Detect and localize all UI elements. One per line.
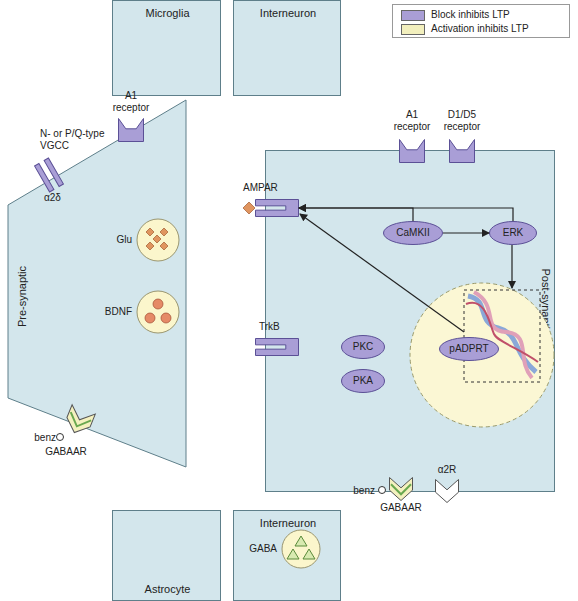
legend-swatch [401,10,425,21]
node-label: Interneuron [234,7,342,20]
node-label: A1 receptor [389,109,435,133]
node-label: BDNF [98,306,132,318]
kinase-oval: ERK [489,221,537,245]
node-outline [399,139,425,163]
cell-box: Microglia [112,0,221,96]
node-label: benz [28,432,56,444]
calcium-channel: N- or P/Q-type VGCCα2δ [36,160,62,190]
bdnf-vesicle: BDNF [136,290,180,334]
kinase-oval: CaMKII [383,221,443,245]
legend-swatch [401,24,425,35]
legend-box: Block inhibits LTP Activation inhibits LT… [392,4,570,38]
cell-box: Astrocyte [112,510,221,601]
legend-text: Activation inhibits LTP [431,23,569,35]
node-outline [435,479,459,503]
node-label: ERK [489,227,537,239]
node-label: Microglia [113,7,222,20]
receptor-symbol: D1/D5 receptor [449,139,475,163]
node-outline [136,218,180,262]
node-label: TrkB [259,321,299,333]
cell-box: Interneuron [233,0,341,96]
node-outline [389,477,413,501]
node-label: α2δ [44,192,84,204]
node-label: Post-synaptic [539,252,552,352]
node-label: N- or P/Q-type VGCC [40,128,120,152]
node-label: Glu [104,234,132,246]
node-outline [66,408,92,434]
ampa-receptor: AMPAR [255,199,299,217]
node-label: Interneuron [234,517,342,530]
node-label: PKC [341,341,385,353]
node-label: Astrocyte [113,583,222,596]
kinase-oval: PKC [341,335,385,359]
node-label: A1 receptor [108,90,154,114]
node-label: GABAAR [36,446,96,458]
trkb-receptor: TrkB [255,338,299,356]
node-label: GABA [235,543,277,555]
node-label: Pre-synaptic [16,247,29,347]
node-label: benz [347,485,375,497]
node-outline [118,118,144,142]
node-label: pADPRT [439,343,499,355]
kinase-oval: PKA [341,369,385,393]
enzyme-oval: pADPRT [439,337,499,361]
receptor-symbol: A1 receptor [118,118,144,142]
node-outline [8,100,186,467]
gabaa-receptor: benzGABAAR [389,477,413,501]
node-outline [449,139,475,163]
node-outline [281,529,321,569]
legend-text: Block inhibits LTP [431,9,569,21]
node-label: GABAAR [371,502,431,514]
node-outline [255,338,299,356]
glutamate-vesicle: Glu [136,218,180,262]
gaba-vesicle: GABA [281,529,321,569]
alpha2-receptor: α2R [435,479,459,503]
node-label: PKA [341,375,385,387]
node-label: AMPAR [243,182,293,194]
node-outline [36,160,62,190]
presynaptic-terminal: Pre-synapticN- or P/Q-type VGCCα2δA1 rec… [8,100,186,467]
gabaa-receptor: benzGABAAR [66,408,92,434]
node-label: D1/D5 receptor [437,109,487,133]
cell-box: InterneuronGABA [233,510,341,601]
receptor-symbol: A1 receptor [399,139,425,163]
node-label: α2R [427,464,467,476]
node-outline [255,199,299,217]
node-label: CaMKII [383,227,443,239]
postsynaptic-cell: Post-synapticA1 receptorD1/D5 receptorAM… [265,150,555,492]
node-outline [136,290,180,334]
